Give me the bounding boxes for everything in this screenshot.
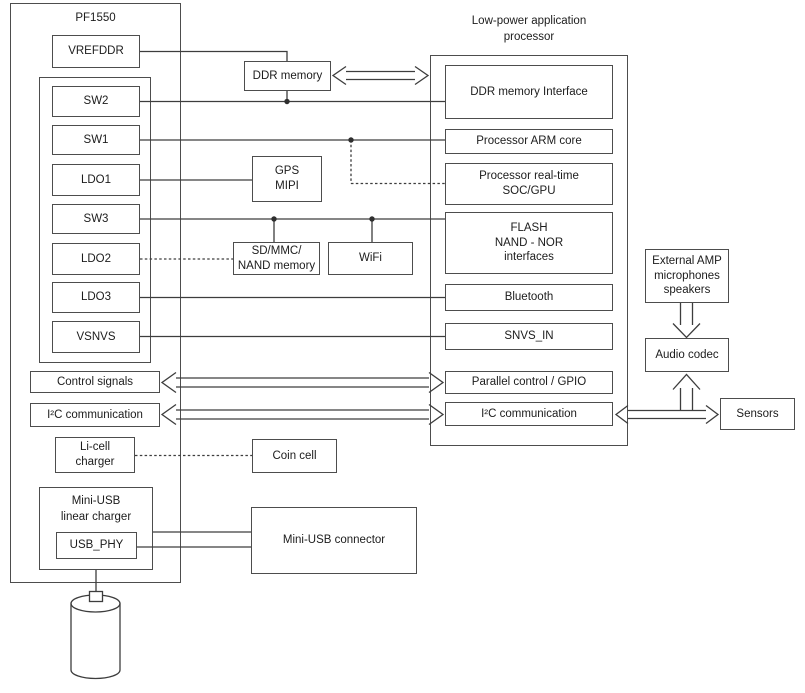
arrow-down-audio-codec-icon [672, 303, 701, 339]
block-snvs-in: SNVS_IN [445, 323, 613, 350]
block-ldo2: LDO2 [52, 243, 140, 275]
block-i2c-pf1550: I²C communication [30, 403, 160, 427]
block-sw3: SW3 [52, 204, 140, 234]
block-wifi: WiFi [328, 242, 413, 275]
junction-dot-sdmmc [271, 216, 277, 222]
double-arrow-sensors-icon [614, 404, 720, 425]
block-ddr-memory: DDR memory [244, 61, 331, 91]
block-control-signals: Control signals [30, 371, 160, 393]
block-sensors: Sensors [720, 398, 795, 430]
block-soc-gpu: Processor real-time SOC/GPU [445, 163, 613, 205]
block-gps-mipi: GPS MIPI [252, 156, 322, 202]
block-sdmmc-nand: SD/MMC/ NAND memory [233, 242, 320, 275]
junction-dot-wifi [369, 216, 375, 222]
block-licell-charger: Li-cell charger [55, 437, 135, 473]
block-bluetooth: Bluetooth [445, 284, 613, 311]
block-miniusb-connector: Mini-USB connector [251, 507, 417, 574]
double-arrow-ddr-icon [331, 65, 430, 86]
block-vrefddr: VREFDDR [52, 35, 140, 68]
arrow-up-audio-codec-icon [672, 373, 701, 411]
block-parallel-gpio: Parallel control / GPIO [445, 371, 613, 394]
regulators-frame [39, 77, 151, 363]
block-coin-cell: Coin cell [252, 439, 337, 473]
junction-dot-ddr [284, 98, 290, 105]
block-ldo1: LDO1 [52, 164, 140, 196]
junction-dot-sw1 [348, 137, 354, 143]
block-sw2: SW2 [52, 86, 140, 117]
block-usb-phy: USB_PHY [56, 532, 137, 559]
miniusb-charger-frame [39, 487, 153, 570]
block-sw1: SW1 [52, 125, 140, 155]
processor-frame [430, 55, 628, 446]
block-ldo3: LDO3 [52, 282, 140, 313]
block-ddr-interface: DDR memory Interface [445, 65, 613, 119]
block-external-amp: External AMP microphones speakers [645, 249, 729, 303]
pf1550-title: PF1550 [75, 12, 116, 24]
block-audio-codec: Audio codec [645, 338, 729, 372]
block-vsnvs: VSNVS [52, 321, 140, 353]
double-arrow-i2c-icon [160, 403, 445, 426]
double-arrow-control-icon [160, 371, 445, 394]
battery-icon [70, 590, 121, 680]
block-i2c-processor: I²C communication [445, 402, 613, 426]
processor-title: Low-power application processor [471, 15, 587, 43]
miniusb-charger-label: Mini-USB linear charger [60, 495, 132, 523]
block-flash: FLASH NAND - NOR interfaces [445, 212, 613, 274]
block-arm-core: Processor ARM core [445, 129, 613, 154]
